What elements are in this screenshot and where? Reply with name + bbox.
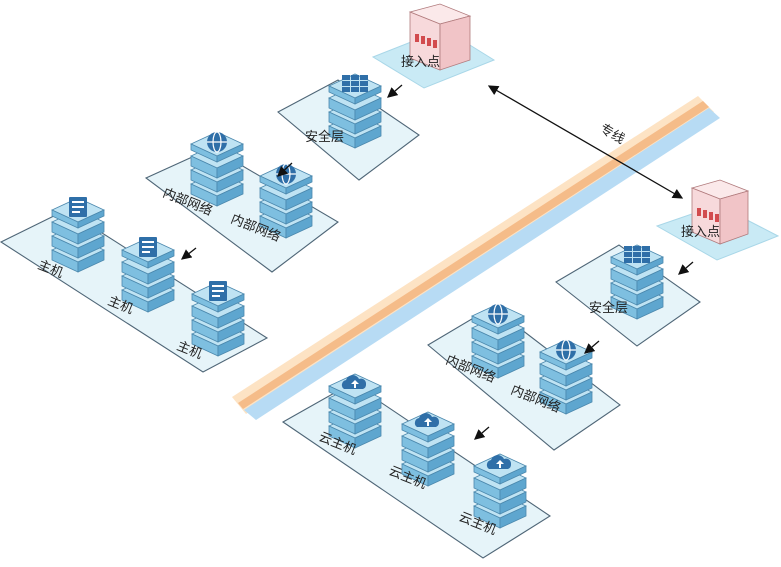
document-server-icon <box>209 281 227 301</box>
server-rack-icon <box>408 3 472 71</box>
globe-network-icon <box>276 163 296 185</box>
right-access-point <box>655 179 780 261</box>
server-rack-icon <box>690 179 750 245</box>
right-internal-node-1 <box>471 303 525 379</box>
right-cloud-node-2 <box>401 411 455 487</box>
globe-network-icon <box>207 131 227 153</box>
firewall-grid-icon <box>342 75 368 92</box>
arrow-to-right-cloud <box>474 426 490 440</box>
right-security-node <box>610 244 664 320</box>
left-host-node-2 <box>121 237 175 313</box>
cloud-upload-icon <box>414 413 440 427</box>
right-security-label: 安全层 <box>589 300 628 316</box>
left-host-node-1 <box>51 197 105 273</box>
left-access-point-label: 接入点 <box>401 54 440 70</box>
cloud-upload-icon <box>486 455 512 469</box>
right-cloud-node-1 <box>328 373 382 449</box>
globe-network-icon <box>556 339 576 361</box>
document-server-icon <box>139 237 157 257</box>
arrow-to-right-security <box>678 261 694 275</box>
dedicated-line-label: 专线 <box>597 121 627 147</box>
cloud-upload-icon <box>341 375 367 389</box>
arrow-to-left-internal <box>277 162 293 177</box>
right-internal-node-2 <box>539 339 593 415</box>
right-access-point-label: 接入点 <box>681 224 720 240</box>
arrow-to-right-internal <box>584 340 600 354</box>
globe-network-icon <box>488 303 508 325</box>
left-security-label: 安全层 <box>305 129 344 145</box>
left-host-node-3 <box>191 281 245 357</box>
arrow-to-left-hosts <box>180 247 197 260</box>
dedicated-line <box>487 85 684 199</box>
left-security-node <box>328 73 382 149</box>
firewall-grid-icon <box>624 246 650 263</box>
document-server-icon <box>69 197 87 217</box>
left-internal-node-1 <box>190 131 244 207</box>
left-access-point <box>371 3 496 89</box>
arrow-to-left-security <box>387 84 403 98</box>
right-cloud-node-3 <box>473 453 527 529</box>
